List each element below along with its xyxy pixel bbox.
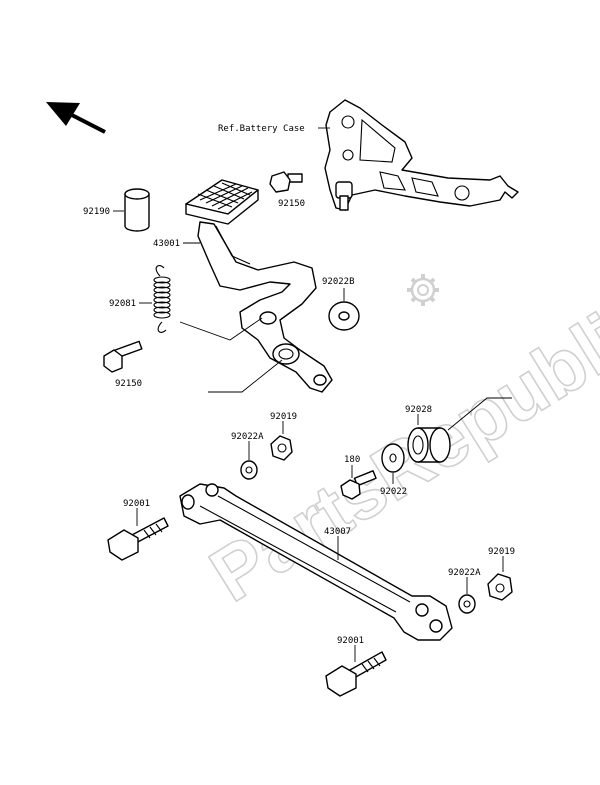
- nut-92019-top: [270, 435, 293, 461]
- label-ref-battery-case: Ref.Battery Case: [218, 124, 305, 134]
- washer-92022b: [328, 301, 360, 331]
- bolt-92150-left: [103, 340, 143, 373]
- label-92022: 92022: [380, 487, 407, 497]
- leader-pivot: [208, 359, 283, 393]
- sleeve-92028: [407, 427, 451, 463]
- washer-92022a-top: [240, 460, 258, 480]
- leader-92028-axis: [447, 397, 512, 431]
- label-92190: 92190: [83, 207, 110, 217]
- label-92001-left: 92001: [123, 499, 150, 509]
- arrow-icon: [46, 102, 106, 134]
- nut-92019-right: [487, 573, 513, 601]
- label-92019-top: 92019: [270, 412, 297, 422]
- label-92022b: 92022B: [322, 277, 355, 287]
- brake-rod-43007: [179, 483, 453, 641]
- label-92150-left: 92150: [115, 379, 142, 389]
- brake-pedal-43001: [185, 179, 333, 393]
- collar-92190: [124, 188, 150, 232]
- leader-spring-hook: [179, 317, 263, 341]
- battery-case-bracket: [324, 99, 519, 211]
- label-92081: 92081: [109, 299, 136, 309]
- label-43001: 43001: [153, 239, 180, 249]
- label-92022a-top: 92022A: [231, 432, 264, 442]
- label-92028: 92028: [405, 405, 432, 415]
- bolt-92001-left: [107, 517, 169, 561]
- bolt-180: [340, 470, 377, 500]
- label-92150-top: 92150: [278, 199, 305, 209]
- label-180: 180: [344, 455, 360, 465]
- label-92001-bottom: 92001: [337, 636, 364, 646]
- washer-92022a-right: [458, 594, 476, 614]
- spring-92081: [153, 265, 171, 333]
- label-92019-right: 92019: [488, 547, 515, 557]
- part-labels: Ref.Battery Case 92150 92190 43001 92022…: [83, 124, 515, 646]
- bolt-92001-bottom: [325, 651, 387, 697]
- label-43007: 43007: [324, 527, 351, 537]
- washer-92022: [381, 443, 405, 473]
- label-92022a-right: 92022A: [448, 568, 481, 578]
- bolt-92150-top: [269, 171, 303, 193]
- gear-icon: [407, 274, 439, 306]
